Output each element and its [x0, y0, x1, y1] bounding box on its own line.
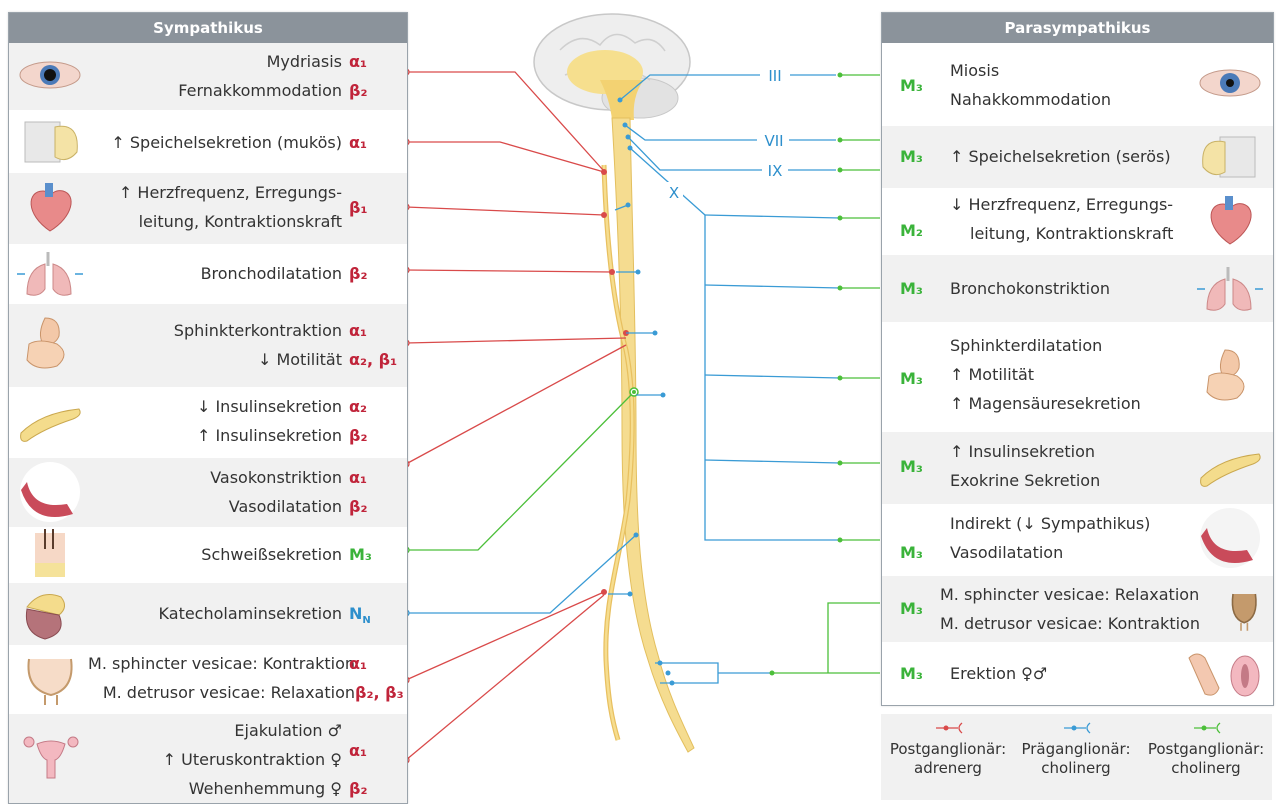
- skin-icon: [15, 527, 85, 583]
- para-row-genitals: Erektion ♀♂ M₃: [882, 642, 1273, 705]
- reproductive-organs-icon: [15, 726, 85, 786]
- symp-row-eye: Mydriasis Fernakkommodation α₁ β₂: [9, 43, 407, 110]
- nn-code: NN: [349, 599, 371, 635]
- para-row-heart: ↓ Herzfrequenz, Erregungs- leitung, Kont…: [882, 188, 1273, 255]
- para-row-salivary: ↑ Speichelsekretion (serös) M₃: [882, 126, 1273, 188]
- salivary-gland-icon: [1195, 127, 1265, 187]
- adrenal-gland-icon: [15, 583, 85, 643]
- symp-row-adrenal: Katecholaminsekretion NN: [9, 583, 407, 645]
- genitals-icon: [1185, 644, 1265, 704]
- symp-row-heart: ↑ Herzfrequenz, Erregungs- leitung, Kont…: [9, 173, 407, 244]
- cn-iii: III: [768, 67, 781, 85]
- stomach-intestine-icon: [15, 314, 85, 374]
- brain: [534, 14, 690, 120]
- symp-row-pancreas: ↓ Insulinsekretion ↑ Insulinsekretion α₂…: [9, 387, 407, 458]
- heart-icon: [15, 179, 85, 239]
- sympathikus-panel: Sympathikus Mydriasis Fernakkommodation …: [8, 12, 408, 804]
- symp-row-lungs: Bronchodilatation β₂: [9, 244, 407, 304]
- adrenergic-synapse-icon: [928, 720, 968, 736]
- para-row-eye: Miosis Nahakkommodation M₃: [882, 43, 1273, 126]
- lungs-icon: [15, 244, 85, 304]
- salivary-gland-icon: [15, 112, 85, 172]
- legend: Postganglionär: adrenerg Präganglionär: …: [881, 714, 1272, 800]
- sympathikus-header: Sympathikus: [9, 13, 407, 43]
- legend-item-adrenerg: Postganglionär: adrenerg: [883, 718, 1013, 778]
- para-row-lungs: Bronchokonstriktion M₃: [882, 255, 1273, 322]
- eye-icon: [1195, 55, 1265, 115]
- bladder-icon: [1209, 580, 1265, 640]
- symp-row-vessel: Vasokonstriktion Vasodilatation α₁ β₂: [9, 458, 407, 527]
- para-row-gi: Sphinkterdilatation ↑ Motilität ↑ Magens…: [882, 322, 1273, 432]
- legend-item-preganglionic: Präganglionär: cholinerg: [1011, 718, 1141, 778]
- pancreas-icon: [15, 393, 85, 453]
- symp-row-bladder: M. sphincter vesicae: Kontraktion M. det…: [9, 645, 407, 714]
- blood-vessel-icon: [1195, 508, 1265, 568]
- symp-row-skin: Schweißsekretion M₃: [9, 527, 407, 583]
- cholinergic-synapse-icon: [1186, 720, 1226, 736]
- para-row-vessel: Indirekt (↓ Sympathikus) Vasodilatation …: [882, 504, 1273, 576]
- legend-item-cholinergic: Postganglionär: cholinerg: [1141, 718, 1271, 778]
- parasympathikus-header: Parasympathikus: [882, 13, 1273, 43]
- stomach-intestine-icon: [1195, 346, 1265, 406]
- cranial-nerve-labels: III VII IX X: [665, 65, 790, 202]
- parasympathikus-panel: Parasympathikus Miosis Nahakkommodation …: [881, 12, 1274, 706]
- cn-x: X: [669, 184, 679, 202]
- spinal-cord: [612, 118, 694, 752]
- preganglionic-synapse-icon: [1056, 720, 1096, 736]
- symp-row-salivary: ↑ Speichelsekretion (mukös) α₁: [9, 110, 407, 173]
- pancreas-icon: [1195, 438, 1265, 498]
- para-row-bladder: M. sphincter vesicae: Relaxation M. detr…: [882, 576, 1273, 642]
- lungs-icon: [1195, 259, 1265, 319]
- cn-vii: VII: [764, 132, 783, 150]
- symp-row-gi: Sphinkterkontraktion ↓ Motilität α₁ α₂, …: [9, 304, 407, 387]
- cn-ix: IX: [768, 162, 783, 180]
- symp-row-reproductive: Ejakulation ♂ ↑ Uteruskontraktion ♀ Wehe…: [9, 714, 407, 803]
- eye-icon: [15, 47, 85, 107]
- heart-icon: [1195, 192, 1265, 252]
- blood-vessel-icon: [15, 462, 85, 522]
- para-row-pancreas: ↑ Insulinsekretion Exokrine Sekretion M₃: [882, 432, 1273, 504]
- bladder-icon: [15, 649, 85, 709]
